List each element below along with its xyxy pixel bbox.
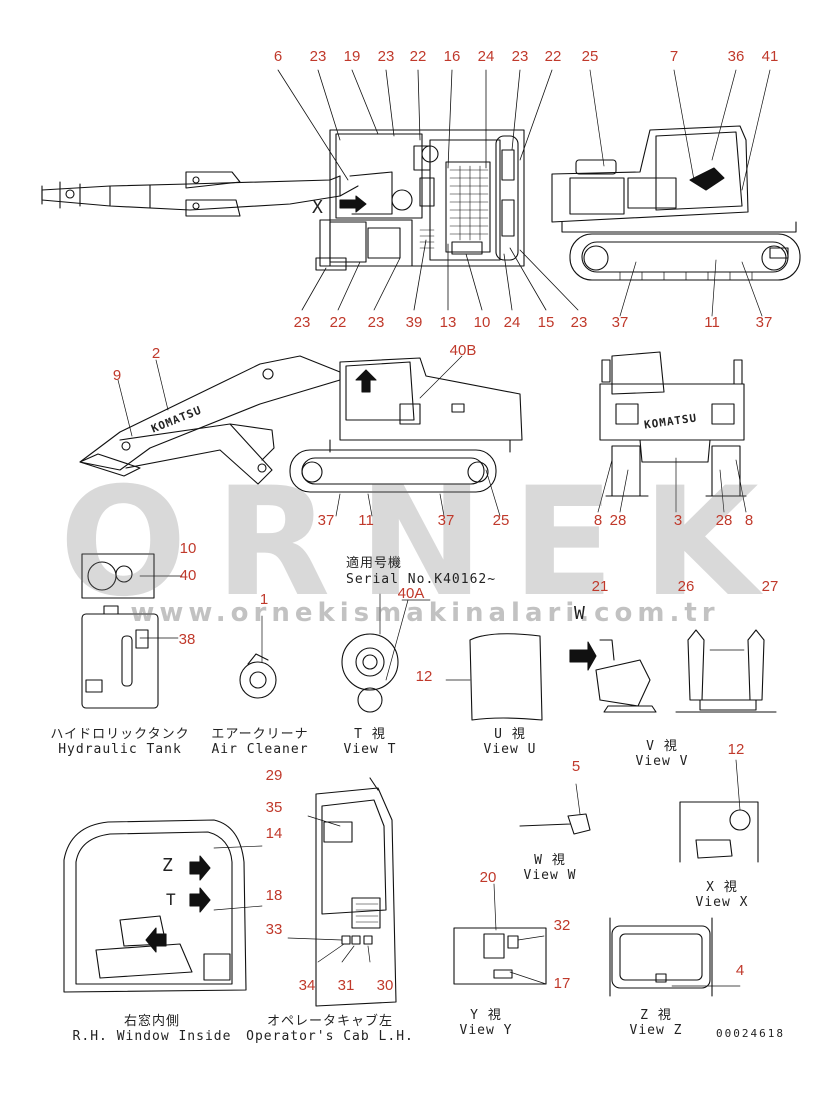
callout-41: 41 xyxy=(761,48,779,65)
callout-10: 10 xyxy=(179,540,197,557)
callout-2: 2 xyxy=(151,345,161,362)
callout-17: 17 xyxy=(553,975,571,992)
callout-12: 12 xyxy=(727,741,745,758)
callout-27: 27 xyxy=(761,578,779,595)
callout-12: 12 xyxy=(415,668,433,685)
operator-cab-drawing xyxy=(287,777,397,1007)
callout-16: 16 xyxy=(443,48,461,65)
side-view-full-drawing xyxy=(79,355,523,517)
callout-37: 37 xyxy=(755,314,773,331)
view-x-drawing xyxy=(679,759,759,863)
watermark-url: www.ornekismakinalari.com.tr xyxy=(130,598,720,628)
view-letter-t: T xyxy=(166,890,177,909)
callout-28: 28 xyxy=(609,512,627,529)
view-z-drawing xyxy=(609,917,741,997)
callout-11: 11 xyxy=(358,512,374,529)
rh-window-drawing xyxy=(63,819,263,993)
view-letter-w: W xyxy=(574,603,586,624)
callout-40B: 40B xyxy=(449,342,477,359)
callout-13: 13 xyxy=(439,314,457,331)
callout-24: 24 xyxy=(503,314,521,331)
callout-9: 9 xyxy=(112,367,122,384)
callout-11: 11 xyxy=(704,314,720,331)
view-v-drawing xyxy=(569,629,777,713)
callout-22: 22 xyxy=(409,48,427,65)
serial-jp: 適用号機 xyxy=(346,556,403,571)
callout-34: 34 xyxy=(298,977,316,994)
view-y-drawing xyxy=(453,883,547,985)
callout-25: 25 xyxy=(581,48,599,65)
callout-14: 14 xyxy=(265,825,283,842)
callout-15: 15 xyxy=(537,314,555,331)
callout-21: 21 xyxy=(591,578,609,595)
callout-8: 8 xyxy=(593,512,603,529)
view-t-drawing xyxy=(341,593,431,713)
callout-3: 3 xyxy=(673,512,683,529)
view-letter-z: Z xyxy=(162,855,174,876)
top-view-drawing xyxy=(41,69,579,311)
callout-6: 6 xyxy=(273,48,283,65)
callout-7: 7 xyxy=(669,48,679,65)
callout-10: 10 xyxy=(473,314,491,331)
serial-en: Serial No.K40162~ xyxy=(346,572,497,587)
view-w-drawing xyxy=(519,783,591,835)
callout-23: 23 xyxy=(367,314,385,331)
callout-18: 18 xyxy=(265,887,283,904)
air-cleaner-drawing xyxy=(239,615,277,699)
callout-22: 22 xyxy=(329,314,347,331)
callout-20: 20 xyxy=(479,869,497,886)
callout-23: 23 xyxy=(377,48,395,65)
callout-38: 38 xyxy=(178,631,196,648)
callout-37: 37 xyxy=(611,314,629,331)
callout-23: 23 xyxy=(570,314,588,331)
callout-4: 4 xyxy=(735,962,745,979)
watermark-brand: ORNEK xyxy=(59,456,787,630)
callout-25: 25 xyxy=(492,512,510,529)
callout-32: 32 xyxy=(553,917,571,934)
callout-37: 37 xyxy=(317,512,335,529)
side-view-top-drawing xyxy=(551,69,801,317)
hydraulic-tank-drawing xyxy=(81,553,183,709)
callout-1: 1 xyxy=(259,591,269,608)
document-number: 00024618 xyxy=(716,1027,785,1040)
callout-40: 40 xyxy=(179,567,197,584)
callout-28: 28 xyxy=(715,512,733,529)
callout-23: 23 xyxy=(511,48,529,65)
callout-33: 33 xyxy=(265,921,283,938)
callout-22: 22 xyxy=(544,48,562,65)
callout-24: 24 xyxy=(477,48,495,65)
callout-37: 37 xyxy=(437,512,455,529)
callout-36: 36 xyxy=(727,48,745,65)
callout-5: 5 xyxy=(571,758,581,775)
callout-23: 23 xyxy=(309,48,327,65)
callout-8: 8 xyxy=(744,512,754,529)
callout-39: 39 xyxy=(405,314,423,331)
callout-30: 30 xyxy=(376,977,394,994)
callout-19: 19 xyxy=(343,48,361,65)
view-letter-x: X xyxy=(312,197,324,218)
front-view-drawing xyxy=(597,351,747,513)
callout-26: 26 xyxy=(677,578,695,595)
callout-23: 23 xyxy=(293,314,311,331)
view-u-drawing xyxy=(445,633,543,721)
callout-40A: 40A xyxy=(397,585,425,602)
callout-31: 31 xyxy=(337,977,355,994)
callout-35: 35 xyxy=(265,799,283,816)
callout-29: 29 xyxy=(265,767,283,784)
